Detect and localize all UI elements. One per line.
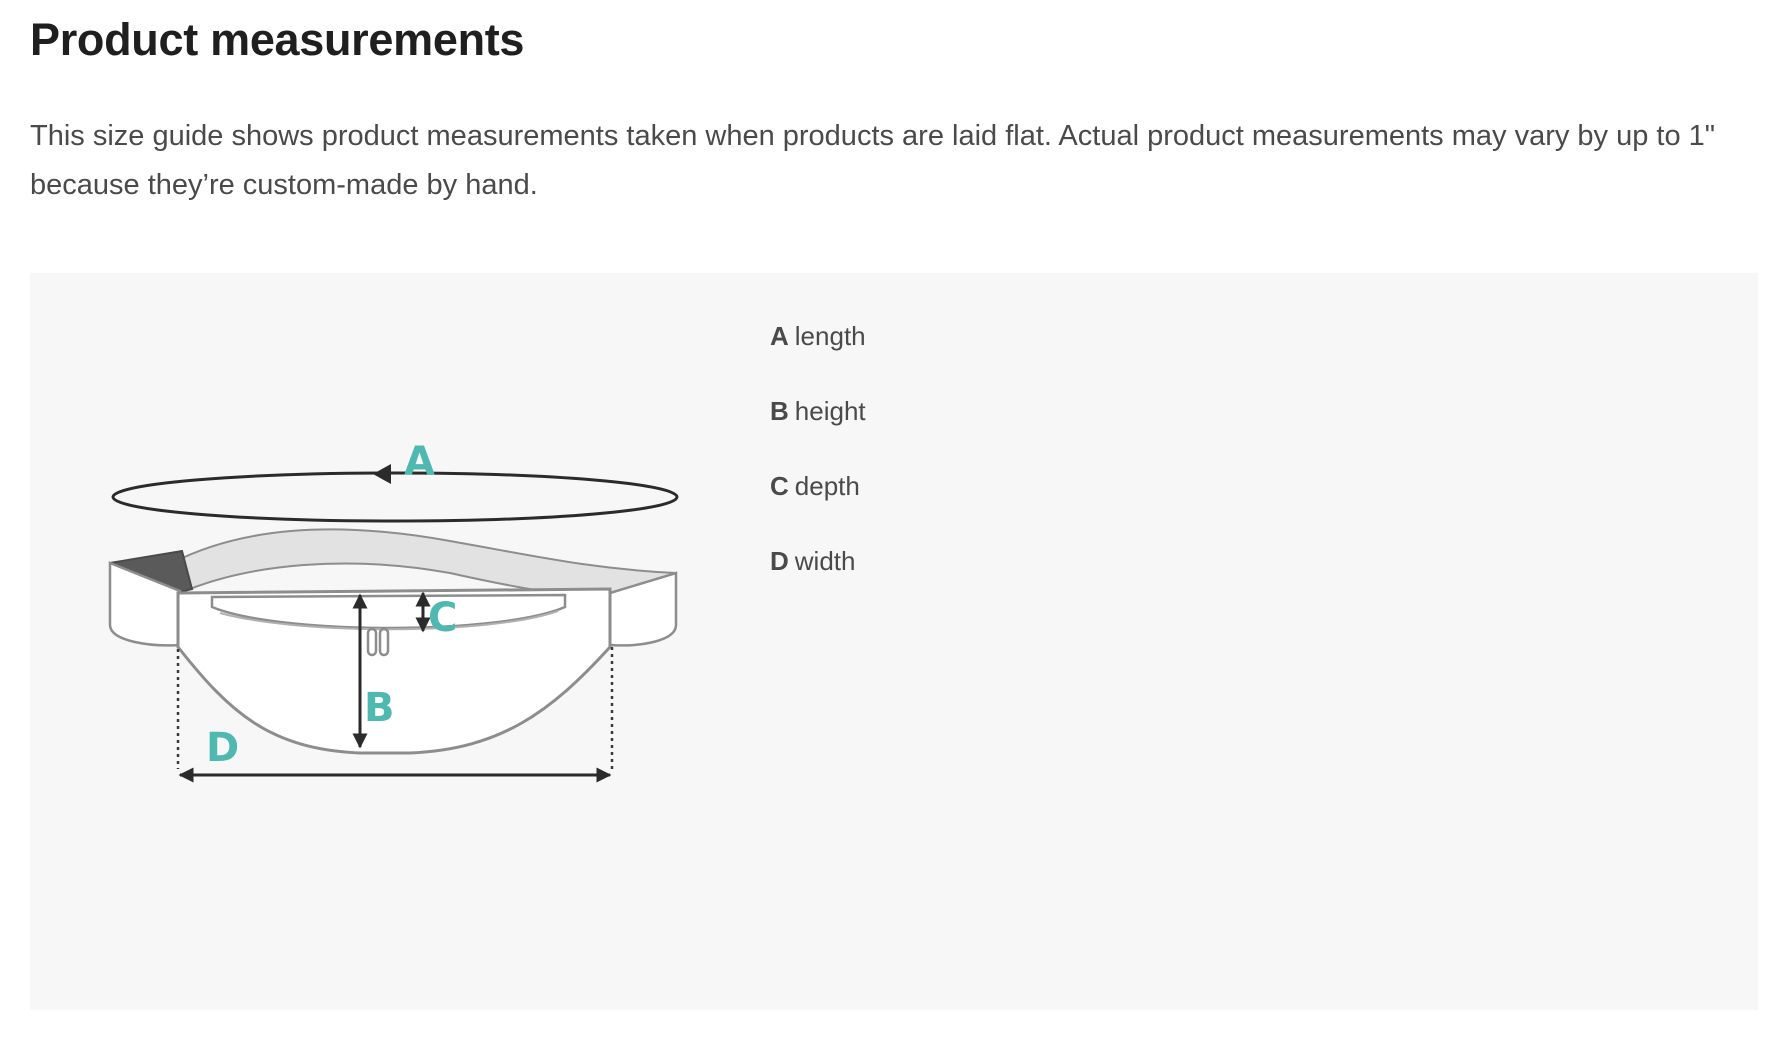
- label-a: A: [404, 439, 435, 485]
- legend-key: D: [770, 546, 789, 576]
- label-b: B: [364, 685, 395, 731]
- strap-loop: [111, 471, 679, 523]
- legend-label: length: [794, 321, 866, 351]
- size-guide-intro: This size guide shows product measuremen…: [30, 120, 1716, 201]
- pack-body: [176, 587, 612, 755]
- legend-label: width: [794, 546, 856, 576]
- legend-key: A: [770, 321, 789, 351]
- label-c: C: [428, 595, 457, 641]
- length-arrowhead: [373, 464, 391, 484]
- legend-key: C: [770, 471, 789, 501]
- zipper-pull: [366, 627, 390, 657]
- legend-label: height: [794, 396, 866, 426]
- right-strap-stub: [608, 571, 678, 647]
- label-d: D: [206, 725, 239, 771]
- legend-key: B: [770, 396, 789, 426]
- zipper-line: [219, 610, 559, 631]
- page-title: Product measurements: [30, 14, 525, 65]
- legend-label: depth: [794, 471, 860, 501]
- fanny-pack-illustration: A B C D: [108, 439, 679, 783]
- zipper-pocket: [210, 593, 567, 630]
